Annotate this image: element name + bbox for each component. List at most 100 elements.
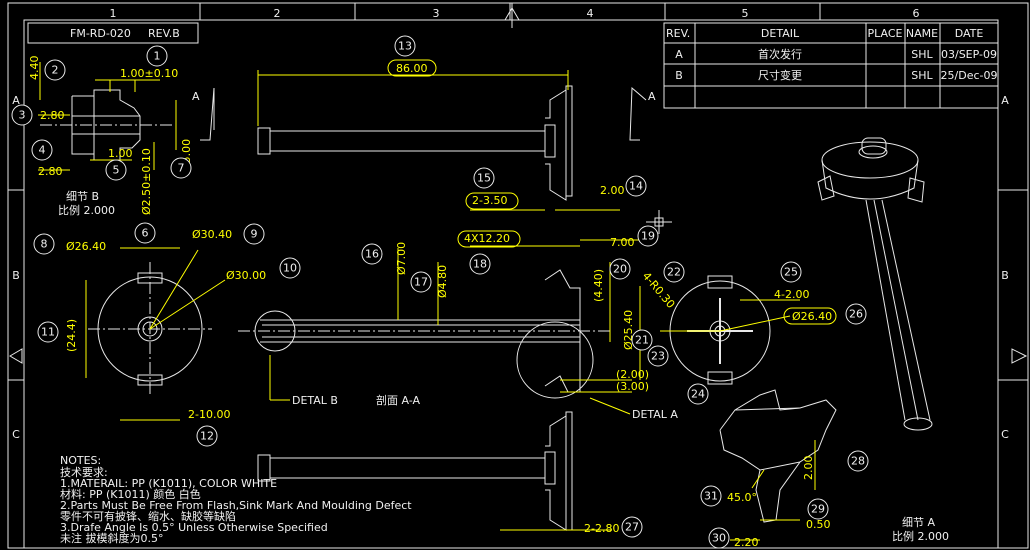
zone-col-2: 2 xyxy=(274,7,281,20)
svg-text:12: 12 xyxy=(200,430,214,443)
balloon-14: 14 xyxy=(625,175,647,197)
balloon-27: 27 xyxy=(621,516,643,538)
balloon-5: 5 xyxy=(105,159,127,181)
balloon-8: 8 xyxy=(33,233,55,255)
bottom-side-view xyxy=(257,411,612,531)
balloon-4: 4 xyxy=(31,139,53,161)
zone-row-c: C xyxy=(12,428,20,441)
svg-text:27: 27 xyxy=(625,521,639,534)
notes-line-3: 材料: PP (K1011) 颜色 白色 xyxy=(60,487,201,501)
svg-text:20: 20 xyxy=(613,263,627,276)
detal-a-callout: DETAL A xyxy=(632,408,678,421)
notes-line-1: 技术要求: xyxy=(60,466,108,479)
balloon-3: 3 xyxy=(11,104,33,126)
notes-title: NOTES: xyxy=(60,454,101,467)
svg-text:16: 16 xyxy=(365,248,379,261)
revision-label: REV.B xyxy=(148,27,180,40)
balloon-21: 21 xyxy=(631,329,653,351)
dim-14: 2.00 xyxy=(600,184,625,197)
balloon-25: 25 xyxy=(780,261,802,283)
rev-a-detail: 首次发行 xyxy=(758,47,802,61)
dim-19: 7.00 xyxy=(610,236,635,249)
svg-text:13: 13 xyxy=(398,40,412,53)
balloon-31: 31 xyxy=(700,485,722,507)
balloon-29: 29 xyxy=(807,498,829,520)
svg-text:9: 9 xyxy=(251,228,258,241)
front-view-left xyxy=(85,247,226,421)
svg-text:22: 22 xyxy=(667,266,681,279)
rev-b-id: B xyxy=(675,69,683,82)
balloon-17: 17 xyxy=(410,271,432,293)
dim-23: (2.00) xyxy=(616,368,649,381)
zone-col-5: 5 xyxy=(742,7,749,20)
balloon-23: 23 xyxy=(647,345,669,367)
section-view-title: 剖面 A-A xyxy=(376,393,421,407)
rev-b-name: SHL xyxy=(911,69,933,82)
dim-12: 2-10.00 xyxy=(188,408,230,421)
balloon-7: 7 xyxy=(170,157,192,179)
dim-11: (24.4) xyxy=(65,319,78,352)
dim-31: 45.0° xyxy=(727,491,757,504)
sheet-frame xyxy=(7,2,1029,549)
rev-b-detail: 尺寸变更 xyxy=(758,68,802,82)
balloon-6: 6 xyxy=(134,222,156,244)
dim-28: 2.00 xyxy=(802,456,815,481)
section-mark-right: A xyxy=(648,90,656,103)
detail-b-scale: 比例 2.000 xyxy=(58,203,115,217)
rev-header-place: PLACE xyxy=(868,27,903,40)
detail-a-view xyxy=(719,389,837,541)
balloon-16: 16 xyxy=(361,243,383,265)
svg-text:25: 25 xyxy=(784,266,798,279)
dim-20: (4.40) xyxy=(592,269,605,302)
balloon-10: 10 xyxy=(279,257,301,279)
balloon-24: 24 xyxy=(687,383,709,405)
dim-27: 2-2.80 xyxy=(584,522,619,535)
dim-30: 2.20 xyxy=(734,536,759,549)
detal-b-callout: DETAL B xyxy=(292,394,338,407)
balloon-11: 11 xyxy=(37,321,59,343)
zone-row-b: B xyxy=(12,269,20,282)
dim-8: Ø26.40 xyxy=(66,240,106,253)
svg-text:18: 18 xyxy=(473,258,487,271)
dim-1: 1.00±0.10 xyxy=(120,67,178,80)
svg-text:23: 23 xyxy=(651,350,665,363)
balloon-2: 2 xyxy=(44,59,66,81)
svg-text:28: 28 xyxy=(851,455,865,468)
dim-4: 1.00 xyxy=(108,147,133,160)
svg-text:26: 26 xyxy=(849,308,863,321)
svg-text:17: 17 xyxy=(414,276,428,289)
zone-col-4: 4 xyxy=(587,7,594,20)
balloon-26: 26 xyxy=(845,303,867,325)
detail-a-name: 细节 A xyxy=(902,516,935,529)
dim-9: Ø30.40 xyxy=(192,228,232,241)
dim-2: 4.40 xyxy=(28,56,41,81)
svg-text:3: 3 xyxy=(19,109,26,122)
dim-10: Ø30.00 xyxy=(226,269,266,282)
svg-text:7: 7 xyxy=(178,162,185,175)
detail-a-scale: 比例 2.000 xyxy=(892,529,949,543)
dim-15: 2-3.50 xyxy=(472,194,507,207)
dim-16: Ø7.00 xyxy=(395,242,408,275)
notes-line-2: 1.MATERAIL: PP (K1011), COLOR WHITE xyxy=(60,477,277,490)
svg-text:14: 14 xyxy=(629,180,643,193)
svg-text:6: 6 xyxy=(142,227,149,240)
zone-row-c-right: C xyxy=(1001,428,1009,441)
dim-24: (3.00) xyxy=(616,380,649,393)
svg-text:8: 8 xyxy=(41,238,48,251)
section-view xyxy=(238,239,641,415)
drawing-number: FM-RD-020 xyxy=(70,27,131,40)
notes-line-6: 3.Drafe Angle Is 0.5° Unless Otherwise S… xyxy=(60,521,328,534)
svg-text:24: 24 xyxy=(691,388,705,401)
zone-row-a: A xyxy=(12,94,20,107)
svg-text:15: 15 xyxy=(477,172,491,185)
dim-18: 4X12.20 xyxy=(464,232,510,245)
rev-header-name: NAME xyxy=(906,27,938,40)
notes-line-5: 零件不可有披锋、缩水、缺胶等缺陷 xyxy=(60,509,236,523)
svg-text:5: 5 xyxy=(113,164,120,177)
rev-a-date: 03/SEP-09 xyxy=(941,48,997,61)
balloon-1: 1 xyxy=(146,45,168,67)
rev-a-id: A xyxy=(675,48,683,61)
notes-line-7: 未注 拔模斜度为0.5° xyxy=(60,531,164,545)
dim-18-frame xyxy=(457,230,521,248)
dim-26-frame xyxy=(783,307,837,325)
